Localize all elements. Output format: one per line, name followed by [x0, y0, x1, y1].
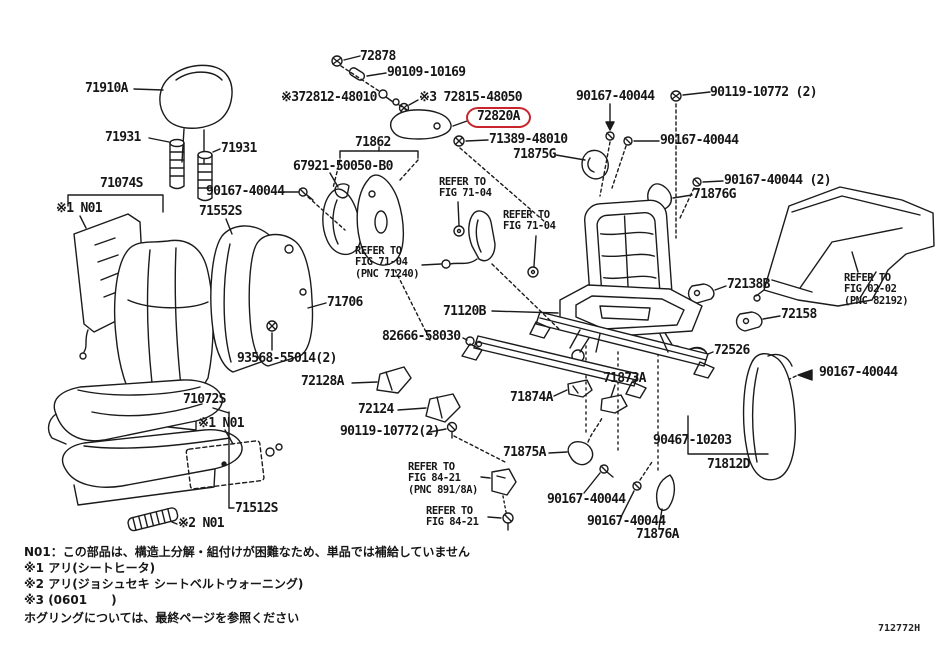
part-label-71931-2: 71931	[221, 141, 257, 156]
part-label-71512s: 71512S	[235, 501, 278, 516]
part-label-71876g: 71876G	[693, 187, 736, 202]
part-label-72812-48010: ※372812-48010	[281, 90, 377, 105]
part-label-71875g: 71875G	[513, 147, 556, 162]
part-label-71874a: 71874A	[510, 390, 553, 405]
part-label-71876a: 71876A	[636, 527, 679, 542]
hinge-covers-drawing	[351, 269, 506, 463]
part-label-72878: 72878	[360, 49, 396, 64]
part-label-90167-40044-5: 90167-40044	[819, 365, 898, 380]
part-label-90167-40044-2: 90167-40044	[660, 133, 739, 148]
part-label-71074s: 71074S	[100, 176, 143, 191]
part-label-90109-10169: 90109-10169	[387, 65, 466, 80]
part-label-71875a: 71875A	[503, 445, 546, 460]
part-label-71931-1: 71931	[105, 130, 141, 145]
ref-label-fig84-21: REFER TO FIG 84-21	[426, 505, 479, 529]
part-label-71389-48010: 71389-48010	[489, 132, 568, 147]
ref-label-fig02-02-pnc82192: REFER TO FIG 02-02 (PNC 82192)	[844, 272, 909, 307]
lower-brackets-drawing	[548, 379, 676, 529]
footnote-ast3: ※3 (0601 )	[24, 593, 117, 607]
armrest-hardware-drawing	[331, 55, 546, 223]
part-label-67921-50050-b0: 67921-50050-B0	[293, 159, 393, 174]
part-label-90167-40044-4: 90167-40044	[206, 184, 285, 199]
part-label-90167-40044-3: 90167-40044 (2)	[724, 173, 832, 188]
part-label-71862: 71862	[355, 135, 391, 150]
footnote-ast2: ※2 アリ(ジョシュセキ シートベルトウォーニング)	[24, 577, 304, 591]
part-label-n01-2: ※1 N01	[198, 416, 245, 431]
part-label-72138b: 72138B	[727, 277, 770, 292]
part-label-71910a: 71910A	[85, 81, 128, 96]
part-label-90167-40044-7: 90167-40044	[587, 514, 666, 529]
ref-label-fig84-21-pnc: REFER TO FIG 84-21 (PNC 891/8A)	[408, 461, 478, 496]
part-label-n01-1: ※1 N01	[56, 201, 103, 216]
seatback-frame-subassy-drawing	[753, 186, 935, 307]
cushion-drawing	[47, 379, 283, 532]
part-label-72128a: 72128A	[301, 374, 344, 389]
headrest-drawing	[133, 64, 233, 202]
part-label-90167-40044-1: 90167-40044	[576, 89, 655, 104]
part-label-90119-10772-1: 90119-10772 (2)	[710, 85, 818, 100]
cushion-frame-drawing	[461, 284, 715, 399]
inner-belt-drawing	[421, 201, 561, 331]
part-label-n01-3: ※2 N01	[178, 516, 225, 531]
part-label-71072s: 71072S	[183, 392, 226, 407]
part-label-72820a-highlighted: 72820A	[466, 107, 531, 129]
part-label-72158: 72158	[781, 307, 817, 322]
upper-right-fasteners	[555, 90, 724, 239]
part-label-71873a: 71873A	[603, 371, 646, 386]
part-label-71812d: 71812D	[707, 457, 750, 472]
footnote-ast1: ※1 アリ(シートヒータ)	[24, 561, 156, 575]
recliner-cover-drawing	[322, 146, 419, 266]
seat-track-cover-drawing	[687, 353, 797, 481]
part-label-90119-10772-2: 90119-10772(2)	[340, 424, 440, 439]
ref-label-fig71-04-1: REFER TO FIG 71-04	[439, 176, 492, 200]
small-fasteners-left	[279, 172, 350, 231]
part-label-72815-48050: ※3 72815-48050	[419, 90, 523, 105]
part-label-71706: 71706	[327, 295, 363, 310]
part-label-90467-10203: 90467-10203	[653, 433, 732, 448]
part-label-90167-40044-6: 90167-40044	[547, 492, 626, 507]
part-label-93568-55014: 93568-55014(2)	[237, 351, 337, 366]
bracket-71074s	[67, 194, 164, 213]
part-label-72526: 72526	[714, 343, 750, 358]
buckle-drawing	[480, 464, 642, 531]
part-label-82666-58030: 82666-58030	[382, 329, 461, 344]
seatback-board-drawing	[248, 233, 327, 367]
part-label-71552s: 71552S	[199, 204, 242, 219]
part-label-71120b: 71120B	[443, 304, 486, 319]
part-label-72124: 72124	[358, 402, 394, 417]
ref-label-fig71-04-2: REFER TO FIG 71-04	[503, 209, 556, 233]
footnote-hogring: ホグリングについては、最終ページを参照ください	[24, 611, 300, 625]
figure-code: 712772H	[878, 623, 921, 634]
footnote-n01: N01：この部品は、構造上分解・組付けが困難なため、単品では補給していません	[24, 545, 471, 559]
ref-label-fig71-04-pnc71240: REFER TO FIG 71-04 (PNC 71240)	[355, 245, 420, 280]
